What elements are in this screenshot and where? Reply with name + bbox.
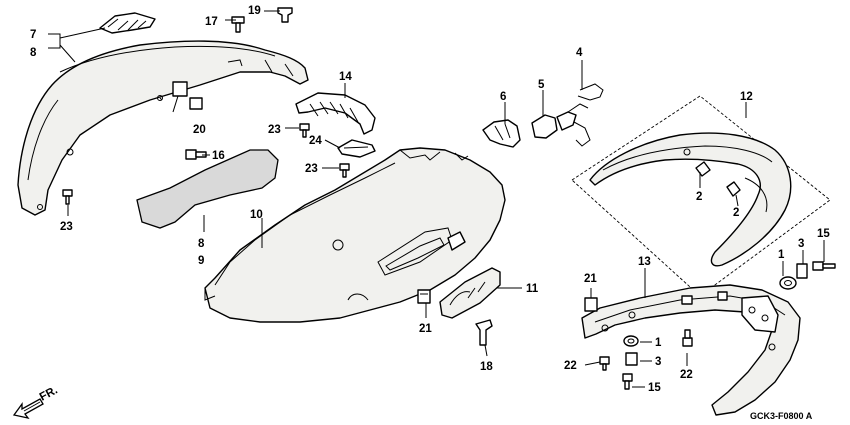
callout-8: 8 (30, 47, 37, 59)
callout-17: 17 (205, 16, 218, 28)
callout-20: 20 (193, 124, 206, 136)
callout-23: 23 (305, 163, 318, 175)
foam-pad-part-8-9 (136, 149, 279, 229)
callout-18: 18 (480, 361, 493, 373)
callout-2: 2 (733, 207, 739, 219)
callout-10: 10 (250, 209, 263, 221)
callout-23: 23 (268, 124, 281, 136)
rear-carrier-part-13 (581, 284, 801, 416)
callout-12: 12 (740, 91, 753, 103)
callout-7: 7 (30, 29, 36, 41)
diagram-code: GCK3-F0800 A (750, 411, 813, 421)
callout-14: 14 (339, 71, 352, 83)
callout-13: 13 (638, 256, 651, 268)
callout-21: 21 (584, 273, 597, 285)
screw-part-23-left (62, 189, 73, 205)
nut-part-22-left (599, 356, 610, 371)
grommet-part-1-upper (779, 276, 797, 290)
callout-5: 5 (538, 79, 545, 91)
clip-part-24 (337, 139, 376, 158)
callout-2: 2 (696, 191, 702, 203)
callout-16: 16 (212, 150, 225, 162)
callout-4: 4 (576, 47, 583, 59)
nut-part-22-right (682, 329, 693, 347)
callout-1: 1 (778, 249, 785, 261)
rear-cover-inset-part-12 (571, 95, 831, 297)
callout-labels: 7 8 17 19 14 20 16 23 24 23 23 10 8 9 6 … (30, 5, 830, 394)
callout-15: 15 (817, 228, 830, 240)
callout-3: 3 (655, 356, 661, 368)
front-direction-indicator: FR. (12, 384, 60, 419)
callout-8: 8 (198, 238, 205, 250)
callout-19: 19 (248, 5, 261, 17)
callout-21: 21 (419, 323, 432, 335)
clip-part-21-center (417, 289, 431, 304)
callout-11: 11 (526, 283, 539, 295)
bolt-part-15-upper (812, 261, 836, 271)
side-cover-main-part-10 (204, 147, 506, 323)
callout-3: 3 (798, 238, 804, 250)
callout-9: 9 (198, 255, 204, 267)
screw-part-19 (277, 7, 293, 23)
callout-15: 15 (648, 382, 661, 394)
clip-part-20 (157, 81, 203, 110)
grommet-part-1-lower (623, 335, 639, 347)
bolt-part-15-lower (622, 373, 633, 390)
clip-part-21-right (584, 297, 598, 312)
collar-part-3-upper (796, 263, 808, 279)
screw-part-17 (231, 16, 245, 33)
leader-lines (48, 10, 825, 388)
screw-part-23-lower (339, 163, 350, 178)
spring-part-4 (577, 83, 604, 101)
callout-22: 22 (564, 360, 577, 372)
collar-part-3-lower (625, 352, 638, 366)
emblem-part-11 (439, 267, 501, 319)
lock-cylinder-part-5 (531, 103, 591, 147)
callout-6: 6 (500, 91, 506, 103)
callout-1: 1 (655, 337, 662, 349)
side-cover-upper (17, 12, 309, 216)
screw-part-18 (475, 319, 493, 346)
lock-housing-part-6 (482, 119, 521, 148)
callout-22: 22 (680, 369, 693, 381)
callout-23: 23 (60, 221, 73, 233)
screw-part-23-upper (299, 123, 310, 138)
front-label: FR. (38, 384, 60, 403)
callout-24: 24 (309, 135, 322, 147)
